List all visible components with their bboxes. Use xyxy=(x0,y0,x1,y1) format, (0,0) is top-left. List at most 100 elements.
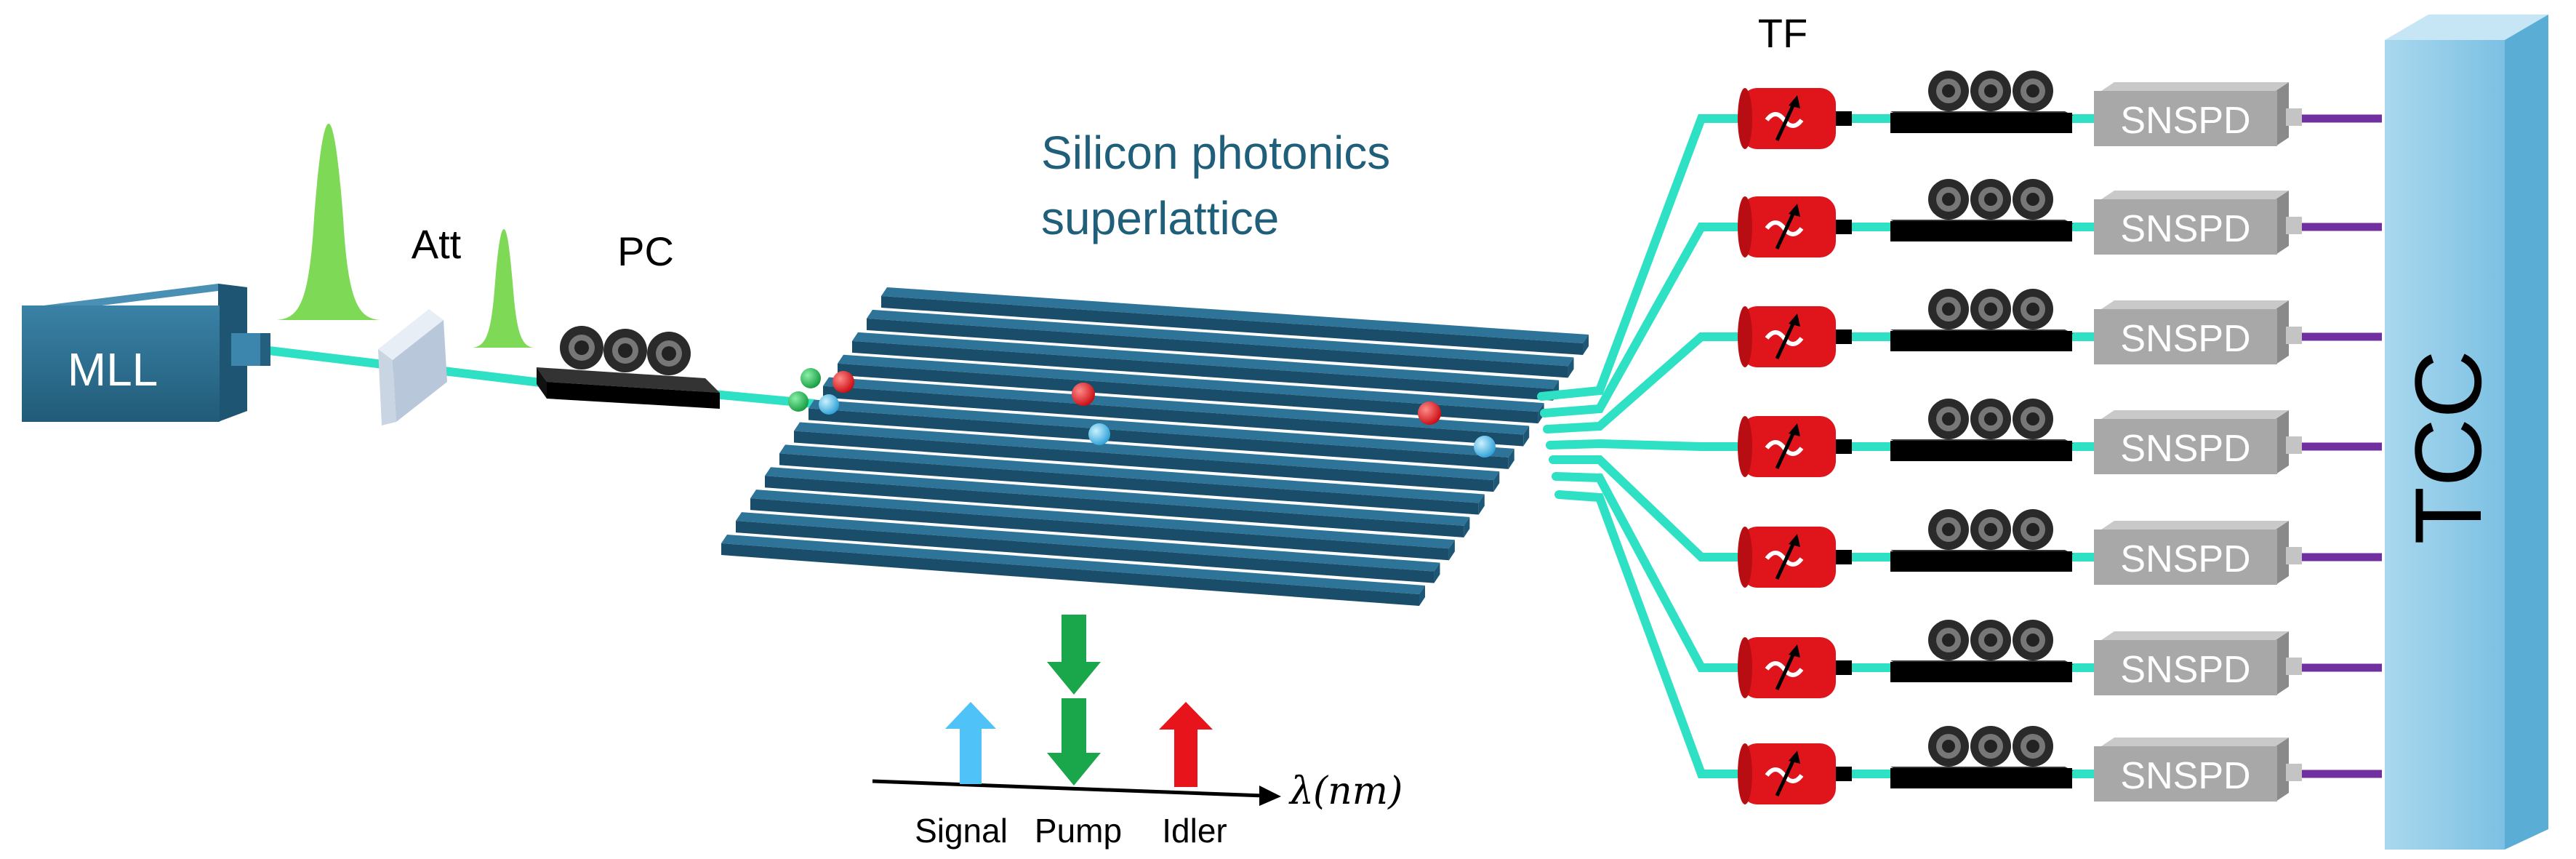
paddles-icon xyxy=(1928,71,2053,111)
waveguide-bar xyxy=(765,467,1470,538)
waveguide-array xyxy=(721,287,1589,606)
waveguide-bar xyxy=(881,287,1589,355)
tunable-filter-arrow-icon xyxy=(1765,534,1804,580)
paddles-icon xyxy=(1928,620,2053,660)
photon-red xyxy=(1072,383,1095,406)
snspd-detector: SNSPD xyxy=(2094,410,2302,474)
lambda-symbol: λ xyxy=(1288,770,1314,813)
photon-blue xyxy=(819,394,839,415)
tunable-filter-arrow-icon xyxy=(1765,313,1804,360)
snspd-detector: SNSPD xyxy=(2094,738,2302,802)
tunable-filter-arrow-icon xyxy=(1765,644,1804,691)
waveguide-bar xyxy=(736,512,1440,583)
channel-row: SNSPD xyxy=(1738,179,2382,257)
snspd-label: SNSPD xyxy=(2120,649,2250,691)
paddles-icon xyxy=(1928,179,2053,220)
channel-row: SNSPD xyxy=(1738,399,2382,477)
tunable-filter-arrow-icon xyxy=(1765,95,1804,142)
pc-paddles-icon xyxy=(560,326,691,375)
photon-blue xyxy=(1474,436,1496,458)
snspd-label: SNSPD xyxy=(2120,755,2250,797)
tcc-label: TCC xyxy=(2395,350,2501,544)
output-fiber xyxy=(1546,439,1742,451)
lambda-axis xyxy=(872,779,1264,798)
snspd-label: SNSPD xyxy=(2120,318,2250,360)
photons xyxy=(788,368,1496,458)
signal-arrow xyxy=(945,702,996,784)
output-fiber xyxy=(1549,455,1742,562)
pc-label: PC xyxy=(617,228,674,274)
tunable-filter xyxy=(1738,743,1852,804)
photon-green xyxy=(788,391,808,412)
pump-label: Pump xyxy=(1035,812,1122,850)
lambda-unit: (nm) xyxy=(1313,770,1403,813)
snspd-label: SNSPD xyxy=(2120,428,2250,470)
polarization-controller xyxy=(537,326,720,409)
channel-polarization-controller xyxy=(1890,509,2074,572)
waveguide-bar xyxy=(750,490,1455,561)
tunable-filter xyxy=(1738,416,1852,477)
output-fiber xyxy=(1554,490,1742,778)
superlattice-title-line2: superlattice xyxy=(1041,192,1279,244)
channel-polarization-controller xyxy=(1890,179,2074,241)
channel-row: SNSPD xyxy=(1738,71,2382,149)
superlattice-title-line1: Silicon photonics xyxy=(1041,127,1390,179)
photon-red xyxy=(1418,401,1441,425)
wavelength-diagram: λ (nm) Signal Pump Idler xyxy=(872,615,1403,850)
att-label: Att xyxy=(412,221,462,267)
output-fiber xyxy=(1540,223,1742,417)
channel-row: SNSPD xyxy=(1738,509,2382,588)
output-fibers xyxy=(1537,114,2098,778)
snspd-label: SNSPD xyxy=(2120,208,2250,250)
waveguide-bar xyxy=(808,399,1514,469)
channel-polarization-controller xyxy=(1890,726,2074,788)
paddles-icon xyxy=(1928,289,2053,329)
output-fiber xyxy=(1552,472,1742,672)
tunable-filter-arrow-icon xyxy=(1765,423,1804,470)
photon-red xyxy=(832,371,854,393)
pump-arrows xyxy=(1047,615,1101,786)
tunable-filter-arrow-icon xyxy=(1765,204,1804,250)
mll-label: MLL xyxy=(68,343,159,396)
waveguide-bar xyxy=(823,377,1530,447)
channel-row: SNSPD xyxy=(1738,620,2382,698)
paddles-icon xyxy=(1928,509,2053,550)
attenuated-pulse xyxy=(473,229,534,348)
tf-label: TF xyxy=(1758,10,1807,56)
snspd-detector: SNSPD xyxy=(2094,521,2302,585)
output-fiber xyxy=(1537,114,1742,401)
tunable-filter xyxy=(1738,527,1852,588)
snspd-detector: SNSPD xyxy=(2094,191,2302,255)
channel-polarization-controller xyxy=(1890,289,2074,351)
channel-row: SNSPD xyxy=(1738,289,2382,367)
input-pulse-large xyxy=(276,124,381,320)
signal-label: Signal xyxy=(915,812,1008,850)
lambda-axis-arrowhead xyxy=(1259,786,1281,806)
channel-polarization-controller xyxy=(1890,399,2074,461)
idler-label: Idler xyxy=(1162,812,1227,850)
paddles-icon xyxy=(1928,399,2053,439)
tunable-filter xyxy=(1738,637,1852,698)
channel-polarization-controller xyxy=(1890,620,2074,682)
attenuator xyxy=(378,309,447,425)
waveguide-bar xyxy=(721,535,1425,606)
waveguide-bar xyxy=(794,422,1500,492)
paddles-icon xyxy=(1928,726,2053,767)
tunable-filter xyxy=(1738,88,1852,149)
tunable-filter-arrow-icon xyxy=(1765,751,1804,797)
snspd-detector: SNSPD xyxy=(2094,300,2302,364)
tunable-filter xyxy=(1738,306,1852,367)
output-fiber xyxy=(1543,332,1742,434)
detection-channels: SNSPD SNSPD SNSPD SNSPD SNSPD SNSPD SNSPD xyxy=(1738,71,2382,804)
photon-blue xyxy=(1088,423,1110,445)
channel-polarization-controller xyxy=(1890,71,2074,133)
snspd-label: SNSPD xyxy=(2120,100,2250,142)
waveguide-bar xyxy=(779,444,1485,515)
snspd-detector: SNSPD xyxy=(2094,82,2302,146)
mll-laser: MLL xyxy=(22,284,270,422)
waveguide-bar xyxy=(867,309,1574,378)
idler-arrow xyxy=(1159,702,1213,787)
channel-row: SNSPD xyxy=(1738,726,2382,804)
tunable-filter xyxy=(1738,196,1852,257)
